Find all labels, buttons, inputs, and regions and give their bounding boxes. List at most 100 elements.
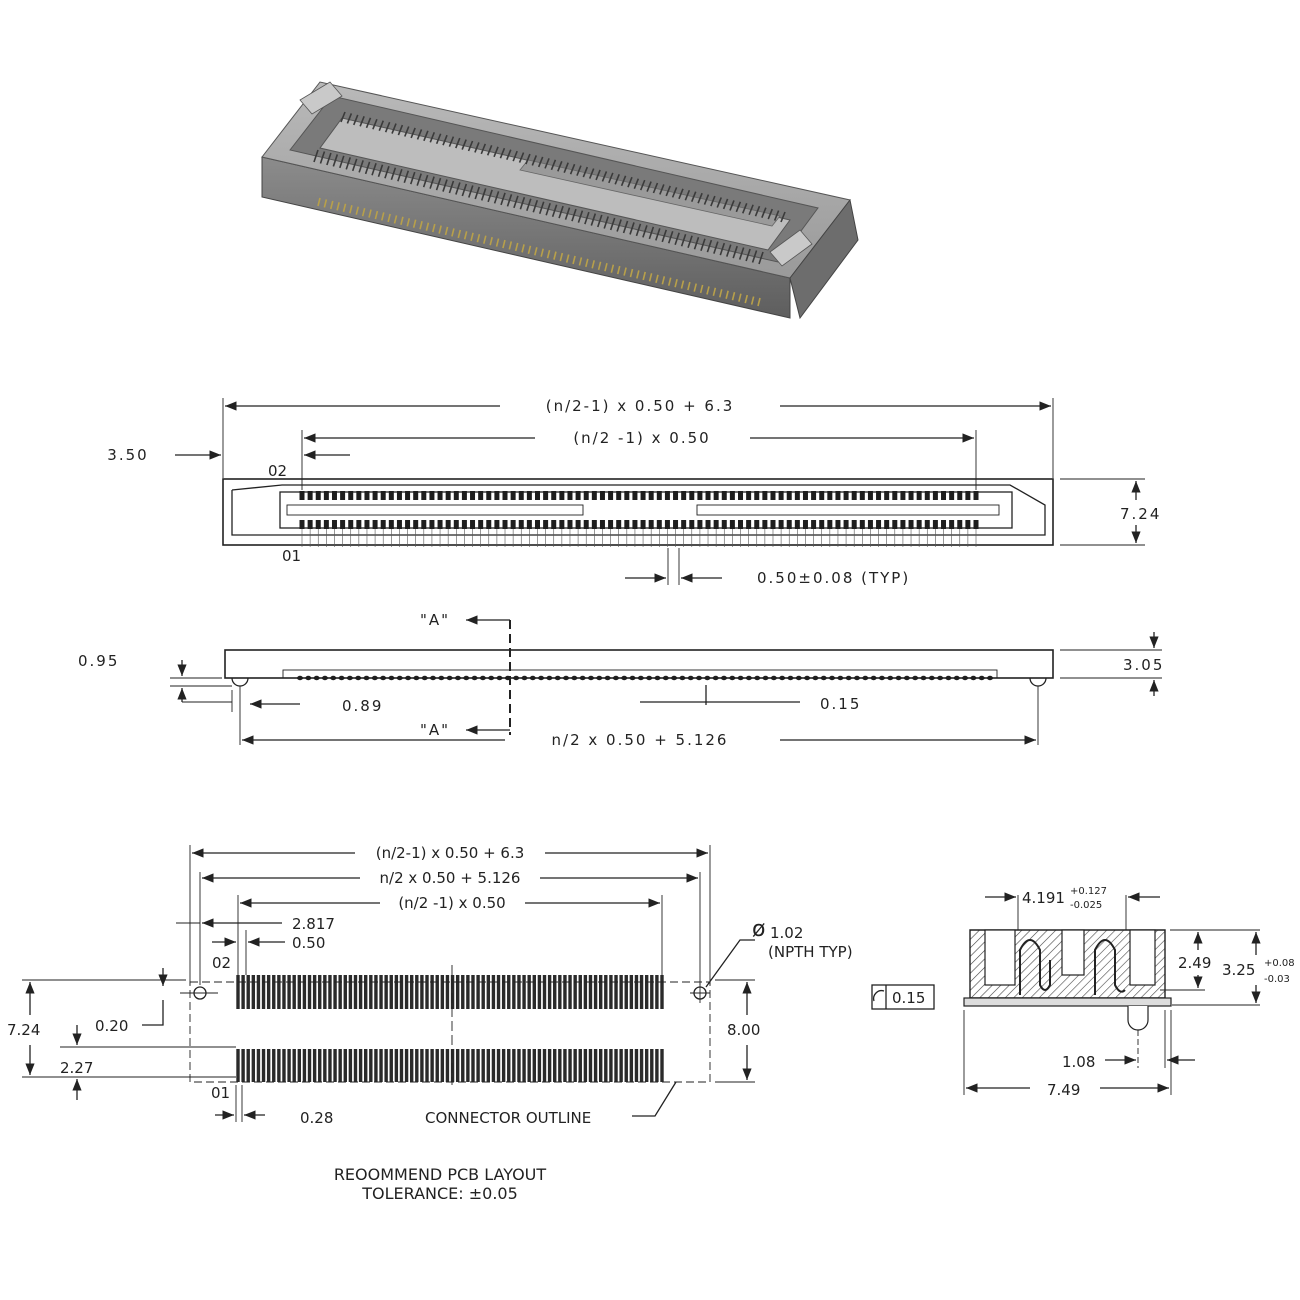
pcb-pad xyxy=(277,1049,281,1082)
render-tail xyxy=(712,287,717,297)
pcb-pad xyxy=(563,1049,567,1082)
top-pin xyxy=(697,520,703,529)
top-pin xyxy=(534,491,540,500)
render-pin xyxy=(429,176,435,189)
top-pin xyxy=(307,520,313,529)
top-pin xyxy=(510,520,516,529)
side-pin xyxy=(770,675,777,681)
pcb-pad xyxy=(619,975,623,1009)
render-pin xyxy=(671,187,678,198)
render-tail xyxy=(699,284,704,294)
pcb-pad xyxy=(415,975,419,1009)
render-tail xyxy=(655,274,659,284)
pcb-pad xyxy=(583,975,588,1009)
render-pin xyxy=(667,231,674,244)
pcb-pad xyxy=(481,975,485,1009)
top-pin xyxy=(534,520,540,529)
side-pin xyxy=(554,675,561,681)
pcb-pad xyxy=(246,1049,250,1082)
render-tail xyxy=(578,257,583,266)
side-pin xyxy=(621,675,628,681)
render-pin xyxy=(371,163,377,176)
top-pin xyxy=(486,520,492,529)
render-tail xyxy=(610,264,615,273)
top-pin xyxy=(656,491,662,500)
render-pin-row-back xyxy=(340,111,786,223)
side-pin xyxy=(829,675,836,681)
render-pin xyxy=(346,113,353,124)
top-pin xyxy=(941,491,947,500)
top-pin xyxy=(437,491,443,500)
top-pin xyxy=(502,520,508,529)
render-tail xyxy=(648,273,653,282)
top-pin xyxy=(721,520,727,529)
pcb-pad xyxy=(588,975,593,1009)
render-tail xyxy=(744,294,749,304)
render-pin xyxy=(550,159,557,171)
render-pin xyxy=(397,168,403,182)
render-tail xyxy=(559,252,564,262)
render-pin xyxy=(646,181,652,192)
render-pin xyxy=(513,195,519,209)
pcb-pad xyxy=(348,1049,353,1082)
top-pin xyxy=(802,520,808,529)
top-pin xyxy=(299,520,305,529)
side-pin xyxy=(704,675,711,681)
pcb-hole-note: (NPTH TYP) xyxy=(768,943,853,961)
pcb-pad xyxy=(583,1049,588,1082)
render-pin xyxy=(652,182,659,194)
pcb-row-spacing: 8.00 xyxy=(727,1021,760,1039)
pcb-hole-diameter: 1.02 xyxy=(770,924,803,942)
top-pin xyxy=(429,520,435,529)
pcb-pad xyxy=(527,1049,531,1082)
top-pin xyxy=(599,520,605,529)
side-pin xyxy=(413,675,420,681)
pcb-pad xyxy=(598,1049,603,1082)
render-pin xyxy=(442,179,448,192)
side-pin xyxy=(795,675,802,681)
side-pin xyxy=(355,675,362,681)
pcb-pad xyxy=(323,1049,327,1082)
side-pin xyxy=(870,675,877,681)
top-pin xyxy=(453,520,459,529)
top-pin xyxy=(518,491,524,500)
render-pin xyxy=(558,205,564,219)
pcb-pad xyxy=(312,975,317,1009)
pcb-pad-row-even xyxy=(236,975,664,1009)
side-pin xyxy=(820,675,827,681)
pcb-pad xyxy=(568,975,572,1009)
top-pin xyxy=(957,491,963,500)
top-pin xyxy=(624,491,630,500)
top-pin xyxy=(729,520,735,529)
side-pin xyxy=(446,675,453,681)
top-pin xyxy=(461,520,467,529)
pcb-pad xyxy=(369,975,373,1009)
top-pin xyxy=(819,491,825,500)
render-pin xyxy=(564,207,571,220)
side-pin xyxy=(679,675,686,681)
pcb-pad xyxy=(455,1049,460,1082)
side-pin xyxy=(371,675,378,681)
pcb-pad xyxy=(287,1049,291,1082)
pcb-pad xyxy=(496,975,501,1009)
pcb-pad xyxy=(425,975,429,1009)
top-pin xyxy=(380,520,386,529)
render-pin xyxy=(706,239,713,253)
top-pin xyxy=(900,520,906,529)
side-pin xyxy=(313,675,320,681)
render-tail xyxy=(508,241,513,250)
pcb-pad xyxy=(307,975,312,1009)
top-pin xyxy=(900,491,906,500)
side-pin xyxy=(912,675,919,681)
top-pin xyxy=(364,520,370,529)
top-pin xyxy=(778,520,784,529)
pcb-pad xyxy=(266,1049,271,1082)
pcb-pad xyxy=(624,975,628,1009)
side-pin xyxy=(488,675,495,681)
pcb-row-width: 7.24 xyxy=(7,1021,40,1039)
top-pin xyxy=(973,491,979,500)
pcb-pad-row-odd xyxy=(236,1049,664,1082)
pcb-pad xyxy=(318,975,322,1009)
top-pin xyxy=(299,491,305,500)
top-pin xyxy=(705,491,711,500)
